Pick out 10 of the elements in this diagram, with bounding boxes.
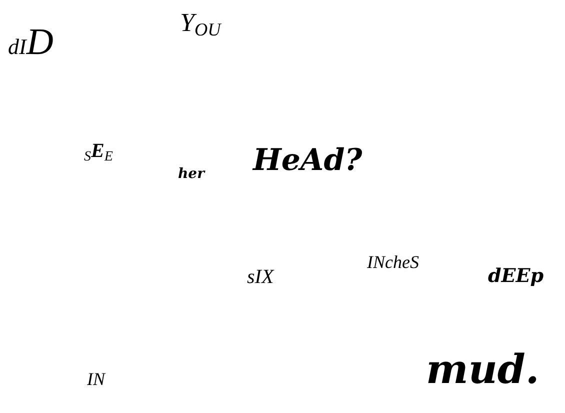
- word-cutout: INcheS: [367, 253, 419, 271]
- word-cutout: her: [178, 167, 204, 181]
- word-cutout: sIX: [247, 267, 274, 287]
- word-cutout: Y$_{OU}$: [180, 10, 221, 39]
- word-cutout: dEEp: [488, 267, 544, 286]
- word-cutout: mud.: [426, 350, 540, 390]
- word-cutout: HeAd?: [253, 146, 362, 176]
- word-cutout: IN: [87, 370, 105, 388]
- word-cutout: dID: [8, 24, 54, 62]
- word-cutout: $_{S}$E$_{E}$: [84, 141, 113, 164]
